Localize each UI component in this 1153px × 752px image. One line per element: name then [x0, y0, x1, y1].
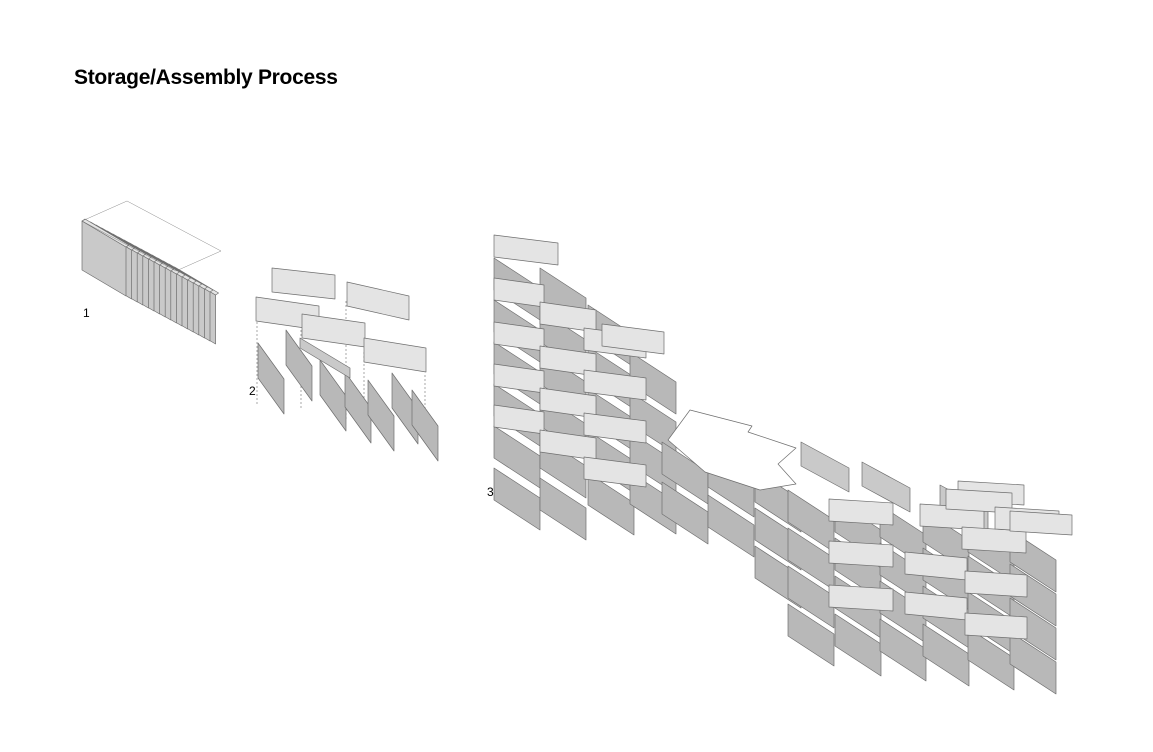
floating-panel [301, 313, 366, 348]
page-title: Storage/Assembly Process [74, 66, 338, 89]
wall-fin [707, 494, 755, 558]
step-2-label: 2 [249, 384, 256, 398]
wall-face-panel [1009, 510, 1073, 536]
wall-fin [629, 351, 677, 415]
step-3-label: 3 [487, 485, 494, 499]
wall-fin [539, 477, 587, 541]
wall-face-panel [828, 584, 894, 612]
connector-strip [299, 337, 351, 379]
floating-panel [363, 337, 427, 373]
wall-fin [787, 565, 835, 629]
wall-fin [879, 618, 927, 682]
stored-fin-top [81, 218, 130, 248]
lower-fin [319, 359, 347, 432]
floating-panel [271, 267, 336, 300]
wall-fin [661, 481, 709, 545]
lower-fin [257, 342, 285, 415]
wall-fin [922, 623, 970, 687]
wall-face-panel [828, 540, 894, 568]
wall-fin [967, 627, 1015, 691]
wall-face-panel [583, 456, 647, 488]
wall-fin [493, 467, 541, 531]
wall-face-panel [493, 234, 559, 266]
wall-face-panel [583, 369, 647, 401]
wall-fin [787, 603, 835, 667]
assembled-wall [493, 234, 1073, 695]
wall-cap-panel [667, 409, 797, 491]
lower-fin [344, 371, 372, 444]
wall-face-panel [493, 404, 545, 435]
wall-fin [629, 471, 677, 535]
lower-fin [285, 329, 313, 402]
storage-stack [81, 200, 222, 345]
exploded-assembly [255, 267, 439, 462]
stack-outline [81, 200, 222, 272]
wall-face-panel [964, 612, 1028, 640]
wall-fin [587, 472, 635, 536]
lower-fin [411, 389, 439, 462]
wall-face-panel [601, 323, 665, 355]
wall-face-panel [493, 277, 545, 308]
floating-panel [346, 281, 410, 321]
step-1-label: 1 [83, 306, 90, 320]
wall-face-panel [583, 412, 647, 444]
wall-top-fin [861, 461, 911, 513]
lower-fin [391, 372, 419, 445]
wall-face-panel [964, 570, 1028, 598]
wall-face-panel [828, 498, 894, 526]
wall-fin [834, 613, 882, 677]
wall-top-fin [800, 441, 850, 493]
lower-fin [367, 379, 395, 452]
wall-fin [1009, 631, 1057, 695]
